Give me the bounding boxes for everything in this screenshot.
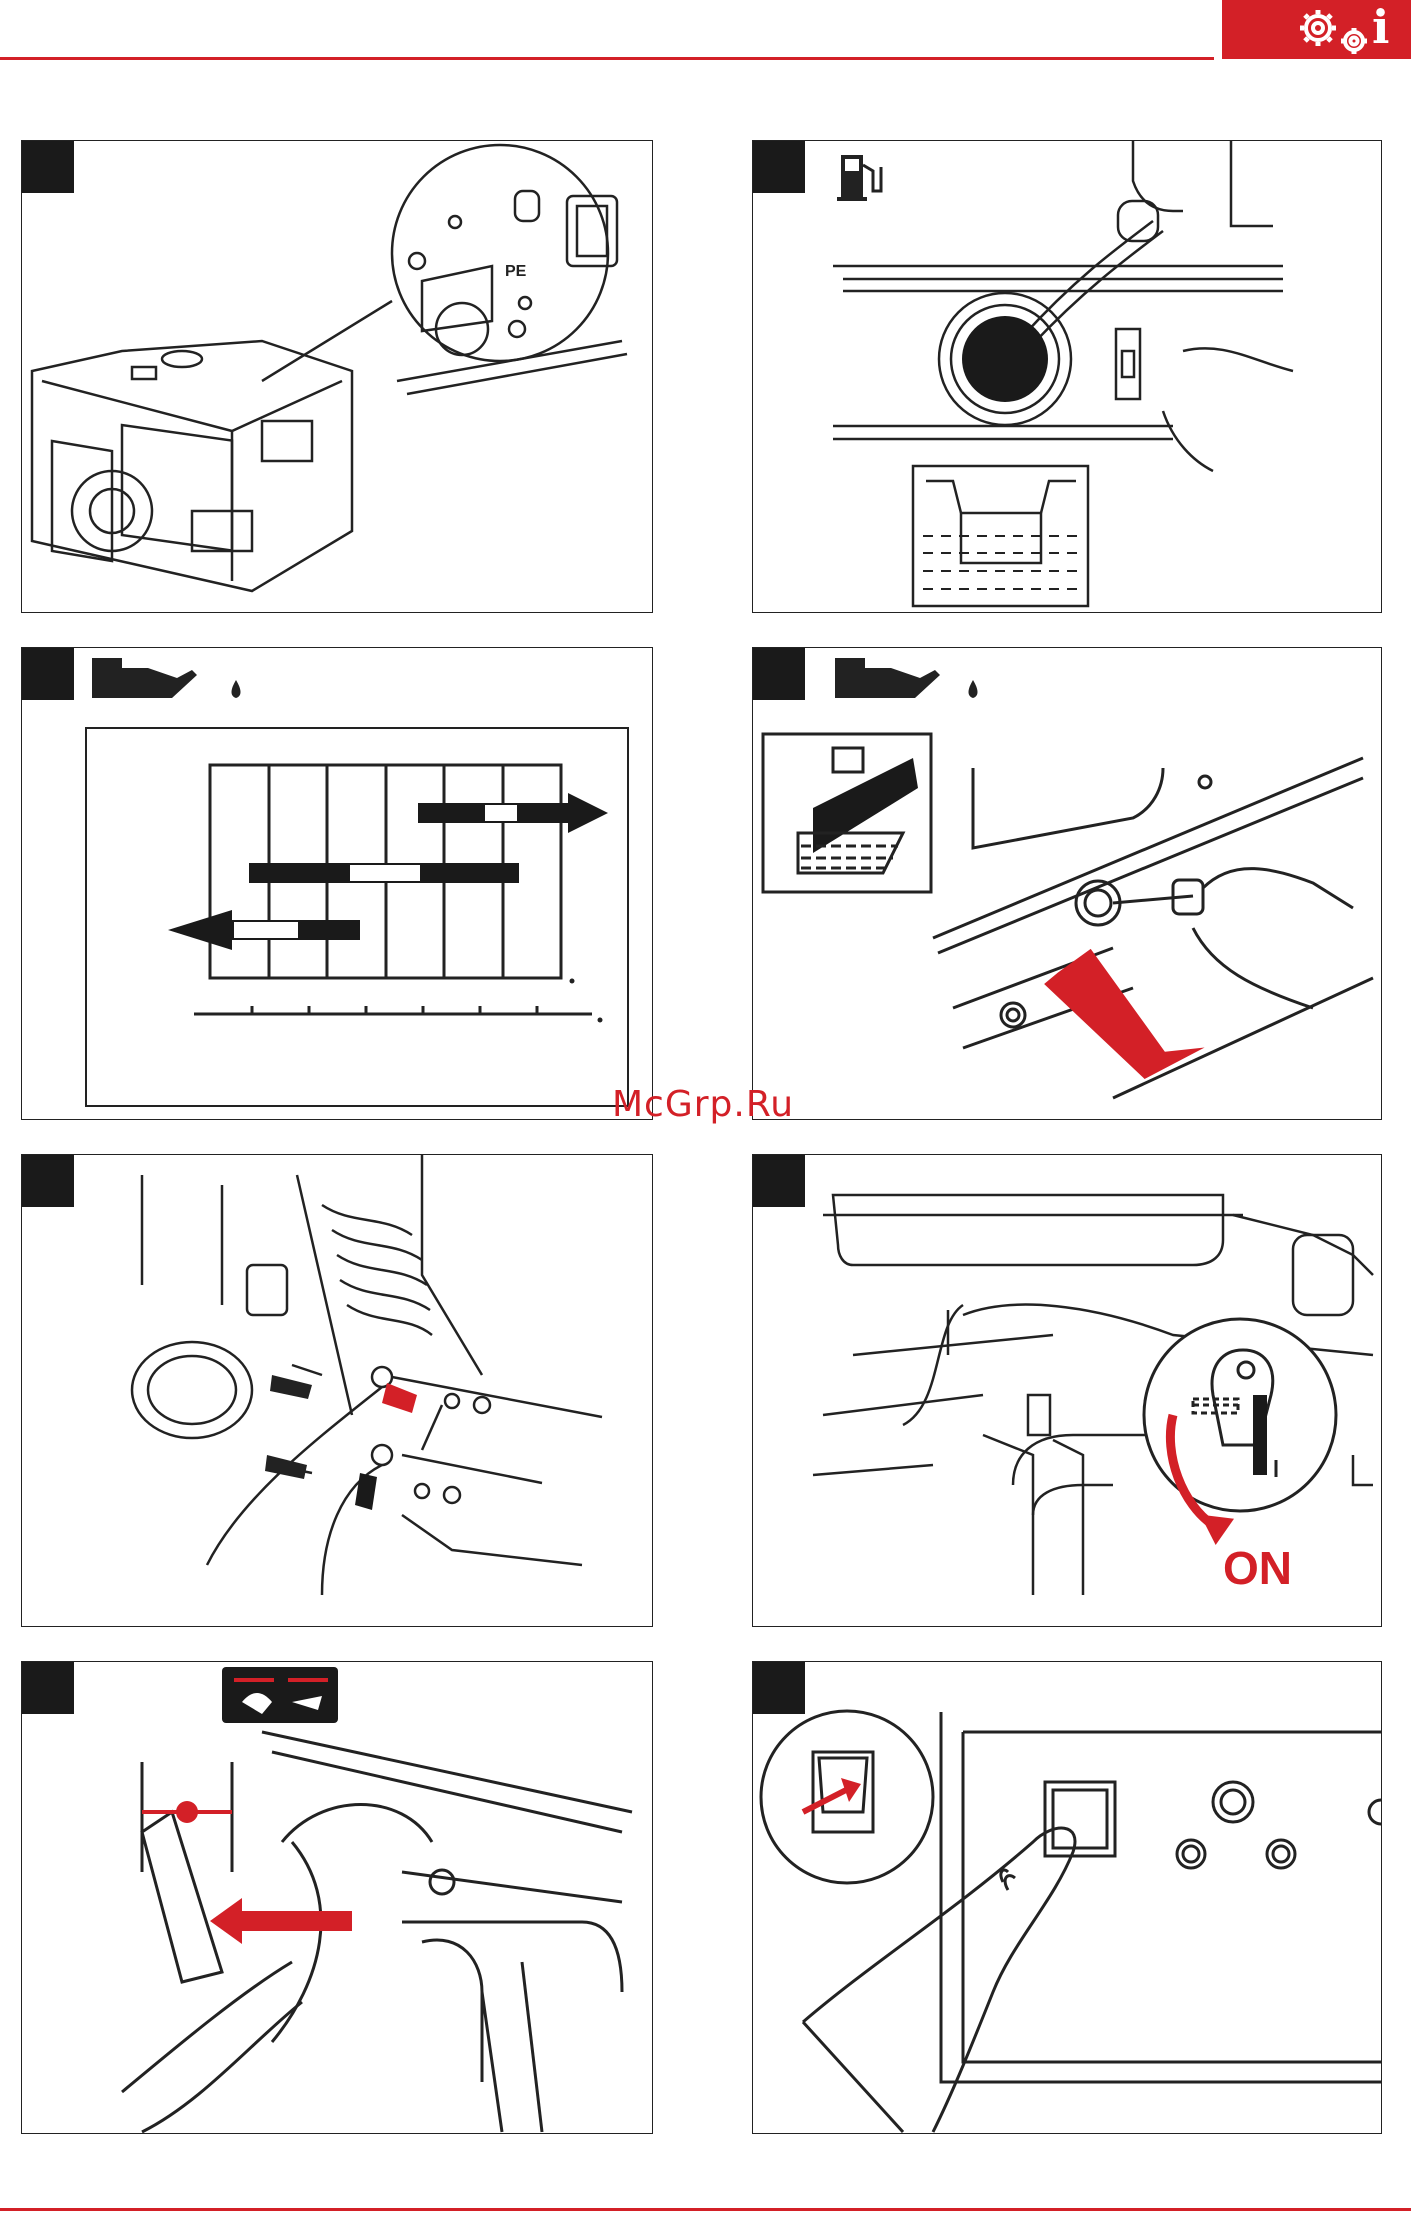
panel-oil-chart xyxy=(21,647,653,1120)
oil-fill-illustration xyxy=(753,648,1382,1120)
oil-chart-illustration xyxy=(22,648,653,1120)
viscosity-bar-warm xyxy=(418,793,608,833)
panel-oil-fill xyxy=(752,647,1382,1120)
oil-can-icon xyxy=(92,658,241,698)
fuel-pump-icon xyxy=(837,155,881,201)
viscosity-bar-all xyxy=(249,863,519,883)
panel-choke-lever xyxy=(21,1661,653,2134)
power-switch-illustration xyxy=(753,1662,1382,2134)
pe-label: PE xyxy=(505,263,526,281)
footer-rule xyxy=(0,2208,1411,2211)
fuel-fill-illustration xyxy=(753,141,1382,613)
panel-battery-connect xyxy=(21,1154,653,1627)
choke-illustration xyxy=(22,1662,653,2134)
choke-sticker-icon xyxy=(222,1667,338,1723)
panel-fuel-fill xyxy=(752,140,1382,613)
header-rule xyxy=(0,57,1214,60)
info-icon: i xyxy=(1372,0,1389,54)
oil-pour-icon xyxy=(763,734,931,892)
panel-grounding: PE xyxy=(21,140,653,613)
generator-illustration xyxy=(22,141,653,613)
battery-illustration xyxy=(22,1155,653,1627)
oil-can-icon xyxy=(835,658,978,698)
valve-on-label: ON xyxy=(1223,1541,1292,1595)
viscosity-bar-cold xyxy=(168,910,360,950)
watermark: McGrp.Ru xyxy=(612,1084,794,1125)
header-badge: i xyxy=(1222,0,1411,59)
panel-fuel-valve: ON xyxy=(752,1154,1382,1627)
panel-power-switch xyxy=(752,1661,1382,2134)
